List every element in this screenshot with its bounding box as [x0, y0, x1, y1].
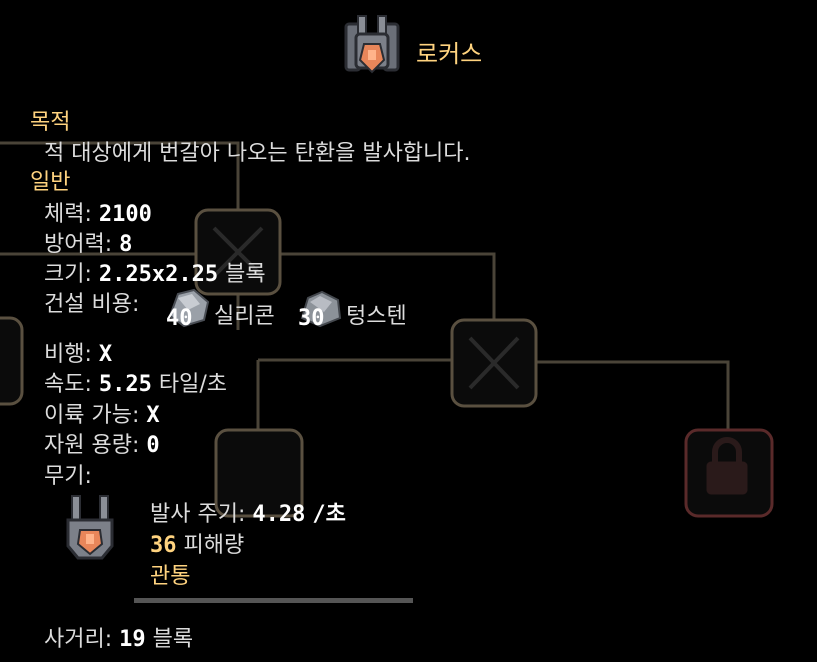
stat-speed: 속도: 5.25 타일/초 [44, 366, 227, 398]
locus-weapon-icon [66, 495, 114, 560]
stat-label: 체력: [44, 202, 92, 227]
weapon-reload: 발사 주기: 4.28 /초 [150, 496, 346, 528]
stat-size: 크기: 2.25x2.25 블록 [44, 256, 266, 288]
tree-node-icon [212, 226, 520, 390]
weapon-divider [134, 598, 413, 603]
build-cost-amount: 30 [298, 306, 325, 331]
purpose-heading: 목적 [30, 110, 71, 135]
stat-label: 사거리: [44, 627, 113, 652]
stat-value: X [98, 342, 113, 367]
stat-label: 속도: [44, 372, 92, 397]
stat-value: 0 [146, 433, 160, 458]
stat-health: 체력: 2100 [44, 196, 152, 228]
build-cost-name: 텅스텐 [346, 304, 407, 329]
damage-label: 피해량 [183, 533, 245, 558]
stat-armor: 방어력: 8 [44, 226, 132, 258]
stat-value: 2100 [98, 202, 152, 227]
tree-connector [0, 252, 496, 320]
stat-can-boost: 이륙 가능: X [44, 397, 160, 429]
stat-range: 사거리: 19 블록 [44, 621, 193, 653]
stat-label: 방어력: [44, 232, 113, 257]
purpose-description: 적 대상에게 번갈아 나오는 탄환을 발사합니다. [44, 141, 471, 166]
stat-unit: 블록 [152, 627, 194, 652]
stat-label: 발사 주기: [150, 502, 246, 527]
build-cost-list: 40 실리콘 30 텅스텐 [164, 286, 424, 332]
stat-value: X [146, 403, 160, 428]
build-cost-amount: 40 [166, 306, 193, 331]
tree-connector [536, 360, 730, 430]
stat-unit: 블록 [225, 262, 266, 287]
unit-name: 로커스 [416, 40, 483, 68]
unit-header: 로커스 [340, 14, 540, 80]
stat-value: 19 [119, 627, 146, 652]
stat-value: 8 [119, 232, 133, 257]
stat-label: 이륙 가능: [44, 403, 140, 428]
weapon-damage: 36 피해량 [150, 527, 244, 559]
damage-value: 36 [150, 533, 177, 558]
tungsten-icon [300, 290, 342, 328]
stat-unit: /초 [312, 502, 346, 527]
stat-label: 비행: [44, 342, 92, 367]
silicon-icon [168, 288, 210, 328]
stat-weapons-label: 무기: [44, 464, 92, 489]
stat-value: 4.28 [252, 502, 306, 527]
stat-flying: 비행: X [44, 336, 112, 368]
stat-value: 5.25 [98, 372, 152, 397]
build-cost-name: 실리콘 [214, 304, 275, 329]
tree-node[interactable] [0, 316, 24, 406]
stat-item-capacity: 자원 용량: 0 [44, 427, 160, 459]
tree-node[interactable] [214, 428, 304, 518]
stat-label: 크기: [44, 262, 92, 287]
stat-build-cost-label: 건설 비용: [44, 292, 140, 317]
stat-unit: 타일/초 [158, 372, 228, 397]
weapon-pierce: 관통 [150, 564, 191, 589]
locus-mech-icon [344, 15, 400, 74]
stat-label: 자원 용량: [44, 433, 140, 458]
general-heading: 일반 [30, 170, 71, 195]
stat-value: 2.25x2.25 [98, 262, 219, 287]
tree-connector [0, 141, 240, 210]
lock-icon [706, 437, 748, 495]
